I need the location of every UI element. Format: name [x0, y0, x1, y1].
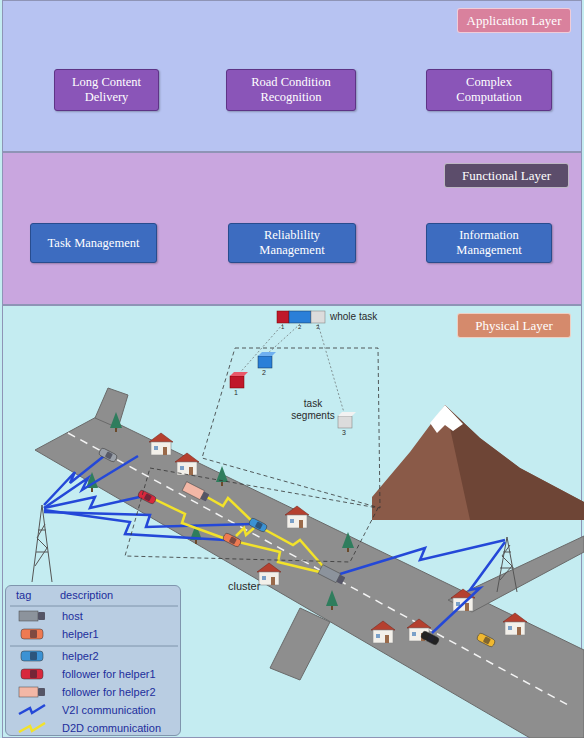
legend-rule — [10, 606, 178, 607]
layer-tag: Physical Layer — [457, 313, 571, 338]
box-label: Long Content Delivery — [65, 75, 148, 105]
box-label: Task Management — [48, 236, 140, 251]
application-box: Road Condition Recognition — [226, 69, 356, 111]
bolt-symbol — [19, 723, 45, 732]
layer-band: Application LayerLong Content Delivery Ro… — [2, 0, 582, 152]
box-label: Complex Computation — [437, 75, 541, 105]
legend-icon — [21, 629, 43, 639]
bolt-symbol — [19, 705, 45, 714]
task-label: whole task — [330, 311, 377, 323]
legend-entry: V2I communication — [62, 703, 156, 717]
legend-icon — [21, 669, 43, 679]
legend-icon — [19, 611, 45, 621]
legend-rule — [10, 646, 178, 647]
segment-number: 2 — [262, 369, 266, 377]
car-window — [30, 652, 37, 660]
function-box: Reliablility Management — [228, 223, 356, 263]
car-window — [30, 670, 37, 678]
car-body — [21, 629, 43, 639]
legend-entry: follower for helper2 — [62, 685, 156, 699]
car-body — [21, 669, 43, 679]
legend-box: host helper1 helper2 follower for helper1 fo… — [5, 585, 181, 736]
legend-entry: host — [62, 609, 83, 623]
segment-number: 3 — [316, 324, 319, 331]
legend-entry: follower for helper1 — [62, 667, 156, 681]
layer-title: Functional Layer — [462, 168, 551, 184]
layer-tag: Application Layer — [457, 8, 571, 33]
layer-title: Physical Layer — [475, 318, 553, 334]
segment-number: 1 — [281, 324, 284, 331]
function-box: Task Management — [30, 223, 157, 263]
legend-entry: helper1 — [62, 627, 99, 641]
layer-tag: Functional Layer — [444, 163, 569, 188]
segment-number: 1 — [234, 389, 238, 397]
application-box: Long Content Delivery — [54, 69, 159, 111]
truck-cab — [38, 612, 45, 620]
layer-title: Application Layer — [467, 13, 562, 29]
legend-icon — [21, 651, 43, 661]
function-box: Information Management — [426, 223, 552, 263]
legend-icon — [19, 705, 45, 714]
segment-number: 3 — [342, 429, 346, 437]
legend-entry: helper2 — [62, 649, 99, 663]
legend-header: tag — [16, 589, 31, 602]
legend-icon — [19, 687, 45, 697]
box-label: Information Management — [437, 228, 541, 258]
legend-entry: D2D communication — [62, 721, 161, 735]
legend-icon — [19, 723, 45, 732]
truck-body — [19, 611, 38, 621]
car-body — [21, 651, 43, 661]
layer-band: Functional LayerTask Management Reliablil… — [2, 152, 582, 305]
truck-cab — [38, 688, 45, 696]
segment-label: task segments — [288, 398, 338, 421]
box-label: Reliablility Management — [239, 228, 345, 258]
truck-body — [19, 687, 38, 697]
segment-number: 2 — [298, 324, 301, 331]
box-label: Road Condition Recognition — [237, 75, 345, 105]
cluster-label: cluster — [228, 580, 260, 593]
car-window — [30, 630, 37, 638]
application-box: Complex Computation — [426, 69, 552, 111]
legend-header: description — [60, 589, 113, 602]
